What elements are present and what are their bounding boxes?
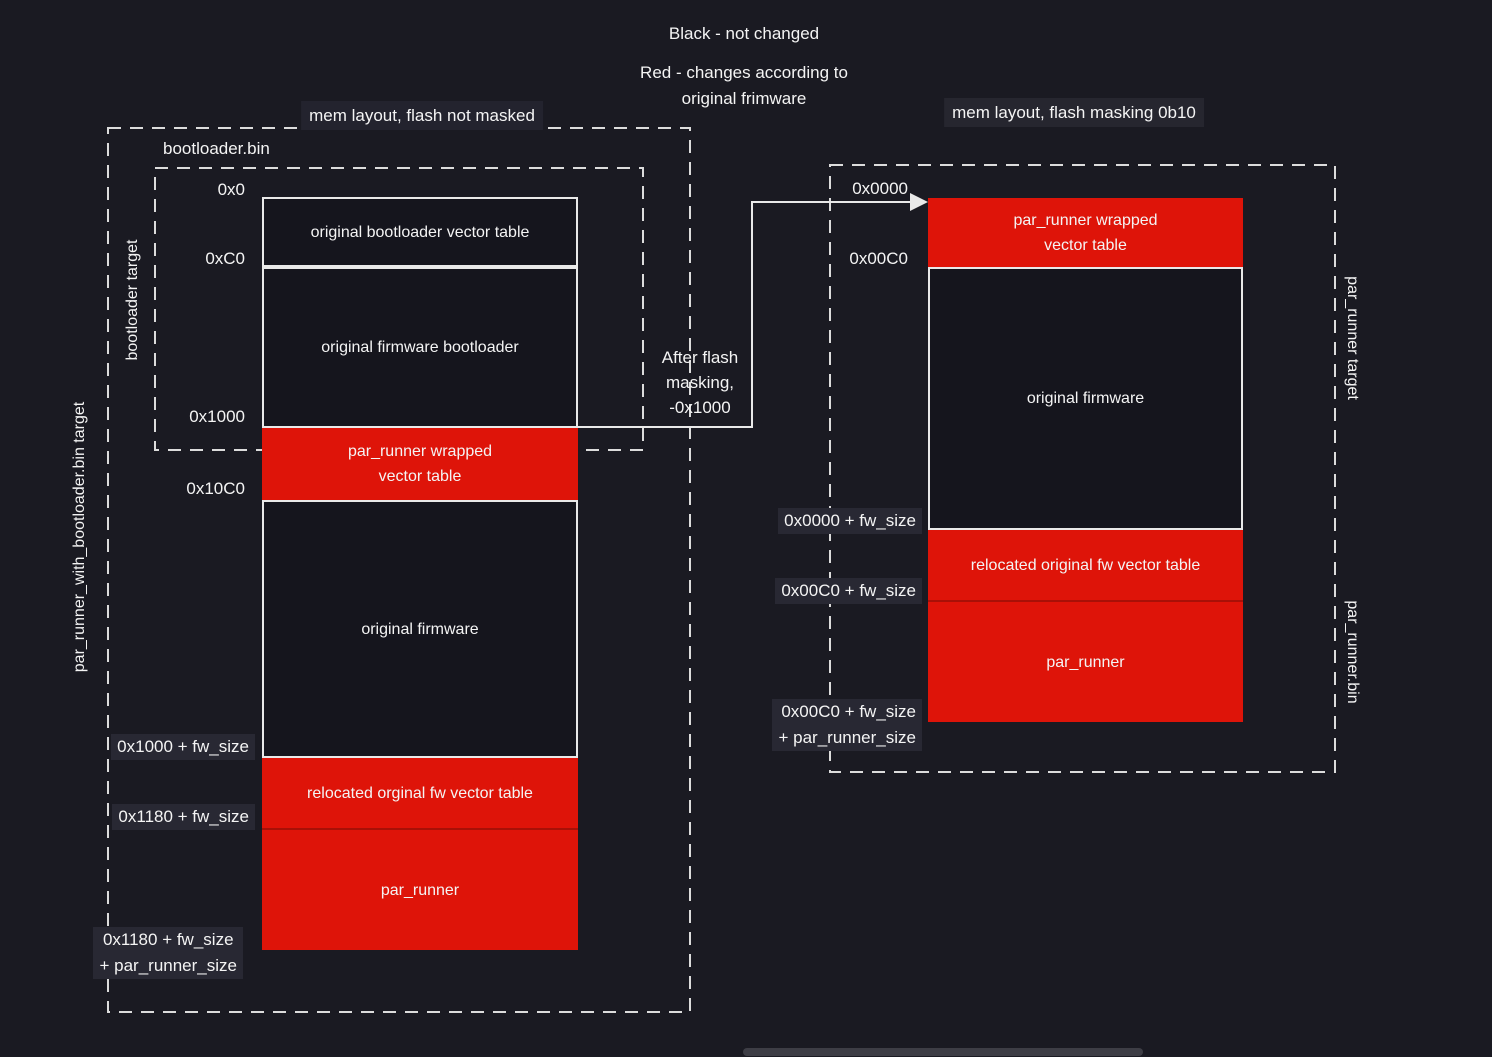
memory-block-original-firmware: original firmware (928, 267, 1243, 530)
memory-block-original-firmware-bootloader: original firmware bootloader (262, 267, 578, 428)
memory-block-par-runner-wrapped-vector-table: par_runner wrapped vector table (262, 428, 578, 500)
left-diagram-title: mem layout, flash not masked (301, 101, 543, 130)
address-label: 0x0000 + fw_size (778, 508, 922, 534)
bootloader-bin-label: bootloader.bin (163, 139, 270, 158)
connector-arrowhead-icon (910, 193, 928, 211)
par-runner-target-label: par_runner target (1344, 276, 1361, 400)
address-label: 0x00C0 + fw_size + par_runner_size (772, 699, 922, 751)
right-outer-dashed-box (829, 164, 1336, 773)
address-label: 0x1000 (189, 407, 245, 426)
address-label: 0x1180 + fw_size + par_runner_size (93, 927, 243, 979)
memory-block-par-runner-wrapped-vector-table: par_runner wrapped vector table (928, 198, 1243, 267)
bootloader-target-label: bootloader target (124, 239, 141, 361)
legend-red-note: Red - changes according to original frim… (640, 63, 848, 108)
par-runner-bin-label: par_runner.bin (1344, 600, 1361, 704)
flash-masking-connector-line (578, 201, 912, 428)
memory-block-original-firmware: original firmware (262, 500, 578, 758)
address-label: 0x1180 + fw_size (112, 804, 255, 830)
memory-block-relocated-fw-vector-table: relocated orginal fw vector table (262, 758, 578, 828)
flash-masking-note: After flash masking, -0x1000 (661, 348, 739, 417)
address-label: 0x1000 + fw_size (111, 734, 255, 760)
memory-block-original-bootloader-vector-table: original bootloader vector table (262, 197, 578, 267)
address-label: 0x10C0 (186, 479, 245, 498)
par-runner-with-bootloader-target-label: par_runner_with_bootloader.bin target (71, 401, 88, 673)
address-label: 0x0 (217, 180, 245, 199)
address-label: 0x00C0 + fw_size (775, 578, 922, 604)
memory-block-par-runner: par_runner (928, 600, 1243, 722)
address-label: 0x0000 (852, 179, 908, 198)
address-label: 0x00C0 (849, 249, 908, 268)
memory-block-relocated-fw-vector-table: relocated original fw vector table (928, 530, 1243, 600)
address-label: 0xC0 (205, 249, 245, 268)
memory-block-par-runner: par_runner (262, 828, 578, 950)
bottom-bar (743, 1048, 1143, 1056)
right-diagram-title: mem layout, flash masking 0b10 (944, 98, 1204, 127)
legend-black-note: Black - not changed (668, 24, 820, 43)
